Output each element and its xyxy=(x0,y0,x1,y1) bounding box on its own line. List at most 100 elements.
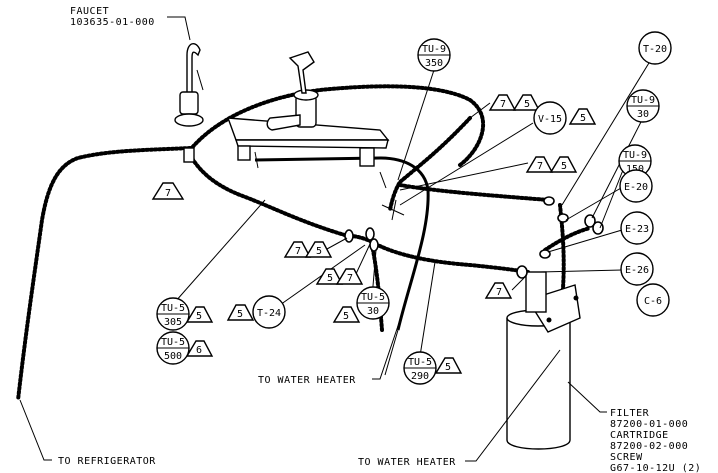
svg-text:TU-5: TU-5 xyxy=(161,337,185,348)
filter-screw-1 xyxy=(573,295,579,301)
callout-tu5-305: TU-5 305 xyxy=(156,297,190,331)
valve-cross-3 xyxy=(254,151,259,169)
faucet-base xyxy=(174,113,204,127)
qty-tags: 7 7 5 5 7 5 7 5 xyxy=(151,94,597,374)
text-labels: FAUCET 103635-01-000 TO REFRIGERATOR TO … xyxy=(58,6,701,473)
svg-text:5: 5 xyxy=(561,161,567,172)
svg-text:C-6: C-6 xyxy=(644,296,662,307)
svg-text:T-24: T-24 xyxy=(257,308,281,319)
svg-text:7: 7 xyxy=(496,287,502,298)
tube-faucet-down xyxy=(188,153,350,238)
qty-tag-filter-7: 7 xyxy=(484,282,513,299)
sink-valve-right xyxy=(359,147,375,167)
leader-tu9-150 xyxy=(599,169,624,229)
callout-t24: T-24 xyxy=(252,295,286,329)
svg-text:290: 290 xyxy=(411,371,429,382)
leader-tu5-305 xyxy=(174,199,266,303)
filter-housing xyxy=(506,271,581,450)
cartridge-part-number: 87200-02-000 xyxy=(610,441,688,452)
callout-e20: E-20 xyxy=(619,169,653,203)
qty-tag-305-5: 5 xyxy=(185,306,214,323)
svg-text:5: 5 xyxy=(580,113,586,124)
callout-tu9-350: TU-9 350 xyxy=(417,38,451,72)
svg-text:TU-5: TU-5 xyxy=(161,303,185,314)
leader-top-qty xyxy=(469,102,491,119)
qty-tag-faucet: 7 xyxy=(151,182,185,200)
callout-e26: E-26 xyxy=(620,252,654,286)
filter-screw-2 xyxy=(546,317,552,323)
qty-tag-mid-5: 5 xyxy=(549,156,578,173)
to-refrigerator-label: TO REFRIGERATOR xyxy=(58,456,156,467)
svg-text:7: 7 xyxy=(295,246,301,257)
faucet-nut xyxy=(183,147,195,163)
fitting-mid-2 xyxy=(369,238,379,252)
tube-diagonal xyxy=(388,116,472,212)
svg-text:E-20: E-20 xyxy=(624,182,648,193)
sink-faucet-deck-front xyxy=(235,139,389,149)
tube-to-refrigerator xyxy=(16,146,192,402)
qty-tag-left-7: 7 xyxy=(283,241,312,258)
faucet xyxy=(174,43,204,163)
callout-v15: V-15 xyxy=(533,101,567,135)
svg-text:TU-5: TU-5 xyxy=(408,357,432,368)
svg-text:5: 5 xyxy=(327,273,333,284)
svg-text:5: 5 xyxy=(343,311,349,322)
tube-hot-feed xyxy=(254,156,430,331)
tube-sink-loop xyxy=(188,84,486,167)
qty-tag-290-5: 5 xyxy=(434,357,463,374)
leader-mid-qty xyxy=(399,162,529,191)
qty-tag-v15-5: 5 xyxy=(568,108,597,125)
qty-tag-left-5: 5 xyxy=(304,241,333,258)
svg-text:TU-9: TU-9 xyxy=(631,95,655,106)
leader-v15 xyxy=(399,122,534,206)
qty-tag-tu530-5: 5 xyxy=(332,306,361,323)
callout-t20: T-20 xyxy=(638,31,672,65)
leader-to-water-heater-2 xyxy=(465,349,561,462)
svg-text:5: 5 xyxy=(445,362,451,373)
callout-c6: C-6 xyxy=(636,283,670,317)
leader-tu9-350 xyxy=(397,69,435,181)
leader-tu5-290 xyxy=(419,261,436,357)
svg-text:TU-5: TU-5 xyxy=(361,292,385,303)
faucet-part-number: 103635-01-000 xyxy=(70,17,155,28)
svg-text:TU-9: TU-9 xyxy=(623,150,647,161)
leader-e26 xyxy=(539,269,623,273)
sink-faucet-spout xyxy=(266,114,301,131)
screw-part-number: G67-10-12U (2) xyxy=(610,463,701,473)
leader-filter xyxy=(567,381,607,413)
tube-filter-up xyxy=(543,226,592,252)
filter-head-detail xyxy=(530,282,542,308)
svg-text:V-15: V-15 xyxy=(538,114,562,125)
qty-tag-top-7: 7 xyxy=(488,94,517,111)
faucet-handle xyxy=(196,69,204,91)
faucet-body xyxy=(179,91,199,115)
leader-faucet xyxy=(167,16,191,41)
fitting-tee-3 xyxy=(592,221,604,235)
fitting-e23 xyxy=(539,249,551,259)
fitting-t20 xyxy=(543,196,555,206)
leader-filter-7 xyxy=(511,277,525,291)
callout-tu9-30: TU-9 30 xyxy=(626,89,660,123)
svg-text:5: 5 xyxy=(237,309,243,320)
leader-lines xyxy=(19,16,653,462)
fitting-mid-1 xyxy=(365,227,375,241)
svg-text:T-20: T-20 xyxy=(643,44,667,55)
filter-title: FILTER xyxy=(610,408,650,419)
leader-t24 xyxy=(269,244,366,313)
svg-text:30: 30 xyxy=(637,109,649,120)
svg-text:E-23: E-23 xyxy=(625,224,649,235)
leader-57 xyxy=(354,243,371,277)
svg-text:5: 5 xyxy=(196,311,202,322)
qty-tag-500-6: 6 xyxy=(185,340,214,357)
valve-cross-1 xyxy=(381,204,405,216)
leader-t20 xyxy=(561,57,653,206)
tube-water-heater-1 xyxy=(384,329,399,376)
to-water-heater-label-2: TO WATER HEATER xyxy=(358,457,456,468)
leader-e20 xyxy=(565,187,622,221)
to-water-heater-label-1: TO WATER HEATER xyxy=(258,375,356,386)
leader-tu9-30 xyxy=(591,117,644,219)
svg-text:6: 6 xyxy=(196,345,202,356)
fitting-tee-1 xyxy=(557,213,569,223)
qty-tag-top-5: 5 xyxy=(512,94,541,111)
